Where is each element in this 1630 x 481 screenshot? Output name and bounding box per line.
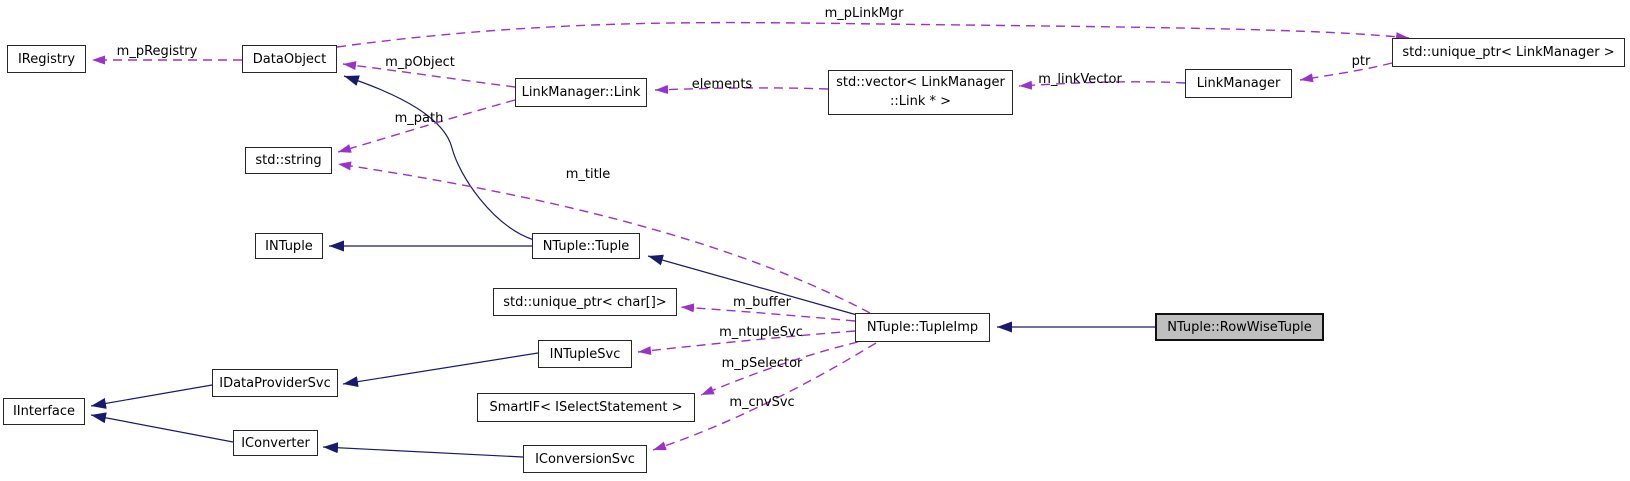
edge-ptr [1299, 62, 1393, 83]
edge-m_path [337, 99, 516, 153]
node-label: std::string [255, 153, 322, 168]
edge-m_pSelector [700, 341, 859, 396]
node-label: IConverter [241, 435, 310, 451]
edge-m_title [337, 161, 871, 314]
node-iregistry[interactable]: IRegistry [7, 45, 86, 73]
node-label: NTuple::TupleImp [866, 320, 979, 335]
node-ntuple-tuple[interactable]: NTuple::Tuple [532, 233, 640, 259]
edge-m_cnvSvc [652, 342, 877, 451]
node-smartif-iselectstatement[interactable]: SmartIF< ISelectStatement > [477, 393, 695, 422]
node-label: INTuple [265, 238, 313, 254]
edge-idataprovidersvc-to-iinterface [90, 384, 213, 409]
edge-tuple-to-dataobject [343, 75, 535, 241]
node-label-line2: ::Link * > [889, 93, 952, 109]
node-iconversionsvc[interactable]: IConversionSvc [523, 445, 647, 473]
node-intuple[interactable]: INTuple [255, 233, 323, 259]
node-std-vector-linkmanager-link[interactable]: std::vector< LinkManager ::Link * > [828, 70, 1013, 115]
node-label: DataObject [252, 51, 327, 67]
node-label-line1: std::vector< LinkManager [836, 74, 1005, 90]
node-ntuple-rowwisetuple[interactable]: NTuple::RowWiseTuple [1155, 313, 1324, 341]
node-label: SmartIF< ISelectStatement > [489, 400, 683, 415]
edge-iconverter-to-iinterface [90, 412, 234, 443]
node-linkmanager[interactable]: LinkManager [1185, 69, 1292, 98]
edge-m_linkVector [1018, 80, 1186, 90]
node-std-unique-ptr-linkmanager[interactable]: std::unique_ptr< LinkManager > [1392, 38, 1625, 67]
edge-m_pObject [342, 61, 516, 88]
node-label: IInterface [12, 404, 76, 419]
node-label: LinkManager::Link [521, 85, 641, 100]
node-dataobject[interactable]: DataObject [242, 45, 337, 73]
node-label: std::unique_ptr< LinkManager > [1402, 45, 1615, 60]
edge-elements [654, 85, 829, 95]
edge-m_ntupleSvc [637, 330, 856, 356]
node-iinterface[interactable]: IInterface [3, 398, 85, 425]
edge-tupleimp-to-tuple [647, 254, 858, 316]
node-ntuple-tupleimp[interactable]: NTuple::TupleImp [855, 313, 990, 342]
edge-iconversionsvc-to-iconverter [322, 442, 524, 458]
node-label: std::unique_ptr< char[]> [503, 294, 667, 310]
edge-intuplesvc-to-idataprovidersvc [342, 352, 539, 388]
node-label: LinkManager [1196, 76, 1281, 91]
node-label: IDataProviderSvc [219, 375, 331, 391]
node-label: IConversionSvc [535, 451, 635, 467]
edge-m_buffer [680, 303, 856, 322]
node-linkmanager-link[interactable]: LinkManager::Link [515, 78, 647, 107]
node-label: INTupleSvc [549, 346, 621, 362]
node-intuplesvc[interactable]: INTupleSvc [538, 340, 632, 368]
node-label: NTuple::RowWiseTuple [1167, 319, 1312, 335]
node-iconverter[interactable]: IConverter [233, 430, 318, 456]
node-idataprovidersvc[interactable]: IDataProviderSvc [212, 369, 338, 397]
node-std-string[interactable]: std::string [245, 147, 332, 174]
edge-m_pLinkMgr [336, 21, 1410, 48]
node-label: NTuple::Tuple [542, 238, 630, 254]
node-label: IRegistry [17, 51, 76, 67]
node-std-unique-ptr-char[interactable]: std::unique_ptr< char[]> [493, 288, 677, 316]
